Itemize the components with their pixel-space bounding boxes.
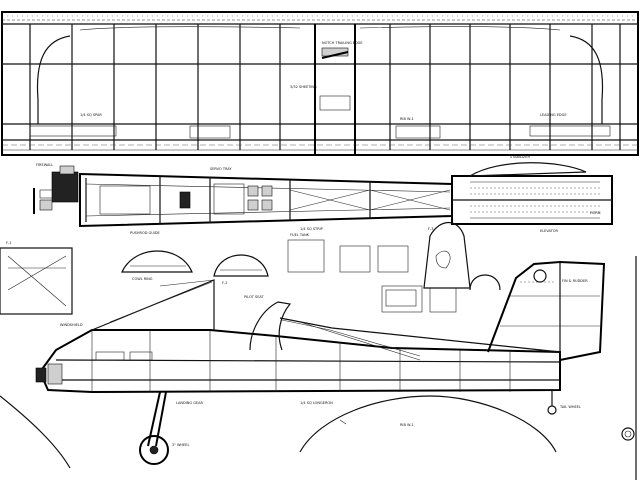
engine-icon [33, 165, 79, 214]
wing-tip-label: 1/4 SQ SPAR [80, 113, 102, 117]
servo-label: SERVO TRAY [210, 167, 232, 171]
wheel-label: 3" WHEEL [172, 443, 189, 447]
strip-label: 1/4 SQ STRIP [300, 227, 323, 231]
windshield-label: WINDSHIELD [60, 323, 83, 327]
fuselage-side-outline [38, 329, 561, 394]
cowl-ring [121, 250, 193, 273]
gear-label: LANDING GEAR [176, 401, 204, 405]
former-f2 [213, 254, 269, 277]
wing-rib-label: RIB W-1 [400, 117, 414, 121]
longeron-label: 1/4 SQ LONGERON [300, 401, 333, 405]
stab-label: STABILIZER [510, 155, 531, 159]
tip-template-arcs: RIB W-1 [0, 256, 637, 480]
elev-label: ELEVATOR [540, 229, 559, 233]
tank-label: FUEL TANK [290, 233, 310, 237]
wing-ribs [29, 24, 621, 155]
firewall-label: FIREWALL [36, 163, 53, 167]
pilot-seat [249, 301, 292, 351]
pushrod-label: PUSHROD GUIDE [130, 231, 160, 235]
fuselage-side-view: FIN & RUDDER TAIL WHEEL 3" WHEEL WINDSHI… [35, 260, 606, 465]
former-f2-label: F-2 [222, 281, 228, 285]
arc-label: RIB W-1 [400, 423, 414, 427]
former-f3 [423, 221, 471, 289]
wing-outline [1, 11, 639, 156]
tailwheel-label: TAIL WHEEL [559, 405, 581, 409]
wing-le-label: LEADING EDGE [540, 113, 567, 117]
stabilizer-plan: STABILIZER ELEVATOR [451, 155, 613, 233]
wing-sheet-label: 3/32 SHEETING [290, 85, 317, 89]
airfoil-section [469, 162, 587, 177]
horn-label: HORN [590, 211, 601, 215]
fin-label: FIN & RUDDER [562, 279, 588, 283]
wheel-icon [139, 435, 169, 465]
seat-label: PILOT SEAT [244, 295, 265, 299]
former-f3-label: F-3 [428, 227, 434, 231]
parts-row: F-1 COWL RING F-2 FUEL TANK F-3 [0, 221, 501, 315]
wing-center-label: NOTCH TRAILING EDGE [322, 41, 363, 45]
former-f1-label: F-1 [6, 241, 12, 245]
fuselage-top-view: FIREWALL SERVO TRAY PUSHROD GUIDE 1/4 SQ… [33, 163, 601, 235]
cowl-label: COWL RING [132, 277, 153, 281]
stamp-icon [621, 427, 635, 441]
wing-plan: NOTCH TRAILING EDGE 3/32 SHEETING 1/4 SQ… [1, 11, 639, 156]
